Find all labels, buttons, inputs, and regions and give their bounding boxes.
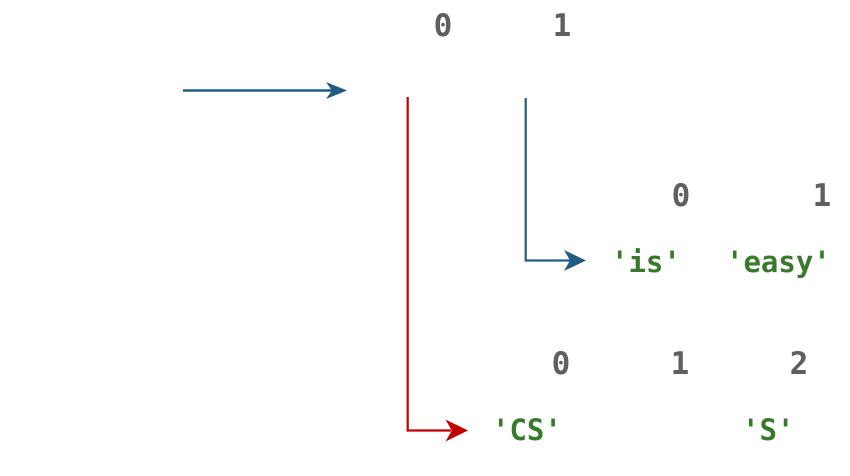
variable-arrow-head-icon (326, 82, 347, 99)
bottom-sublist-value-at-index-0: 'CS' (492, 413, 562, 447)
ref-arrow-to-bottom-sublist-head-icon (445, 419, 468, 442)
right-sublist-value-at-index-0: 'is' (611, 245, 681, 279)
top-list-index-1: 1 (552, 8, 572, 44)
top-list-index-0: 0 (433, 8, 453, 44)
right-sublist-index-0: 0 (671, 178, 691, 214)
bottom-sublist-index-1: 1 (670, 346, 690, 382)
bottom-sublist-value-at-index-2: 'S' (742, 413, 795, 447)
right-sublist-value-at-index-1: 'easy' (726, 245, 831, 279)
right-sublist-index-1: 1 (812, 178, 832, 214)
ref-arrow-to-right-sublist-shaft (524, 98, 570, 262)
bottom-sublist-index-2: 2 (789, 346, 809, 382)
ref-arrow-to-bottom-sublist-shaft (406, 97, 451, 432)
ref-arrow-to-right-sublist-head-icon (564, 250, 586, 271)
bottom-sublist-index-0: 0 (551, 346, 571, 382)
